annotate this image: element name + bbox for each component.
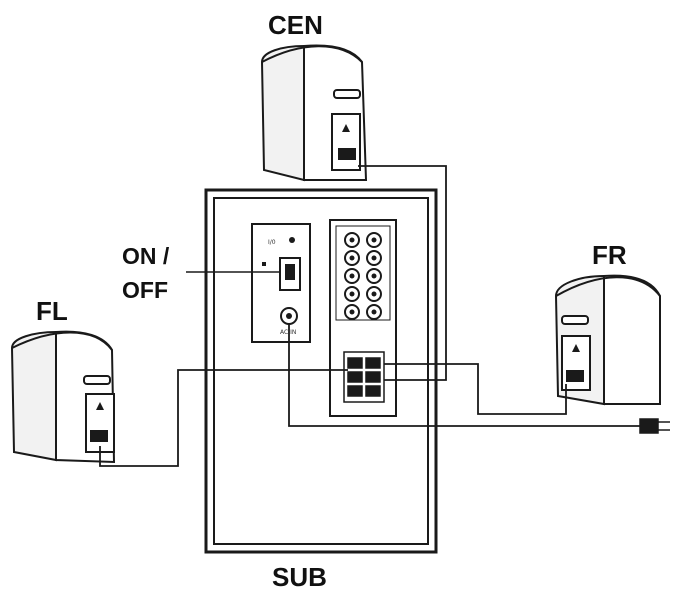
center-speaker <box>260 44 368 182</box>
subwoofer-unit <box>204 188 438 554</box>
front-right-speaker <box>554 274 661 406</box>
svg-text:I/0: I/0 <box>268 239 276 246</box>
speaker-output-terminals[interactable] <box>343 351 385 403</box>
front-right-label: FR <box>592 240 627 270</box>
front-left-label: FL <box>36 296 68 326</box>
center-label: CEN <box>268 10 323 40</box>
front-right-cable <box>384 363 567 415</box>
power-switch-label-line2: OFF <box>122 277 168 303</box>
power-switch[interactable] <box>279 257 301 291</box>
power-switch-label-line1: ON / <box>122 243 170 269</box>
rca-input-jacks[interactable] <box>344 232 382 320</box>
power-plug <box>639 418 670 434</box>
front-left-speaker <box>10 330 116 464</box>
subwoofer-label: SUB <box>272 562 327 592</box>
center-cable <box>358 165 447 381</box>
power-cord <box>288 324 640 427</box>
speaker-cables <box>99 165 567 467</box>
front-left-cable <box>99 369 348 467</box>
